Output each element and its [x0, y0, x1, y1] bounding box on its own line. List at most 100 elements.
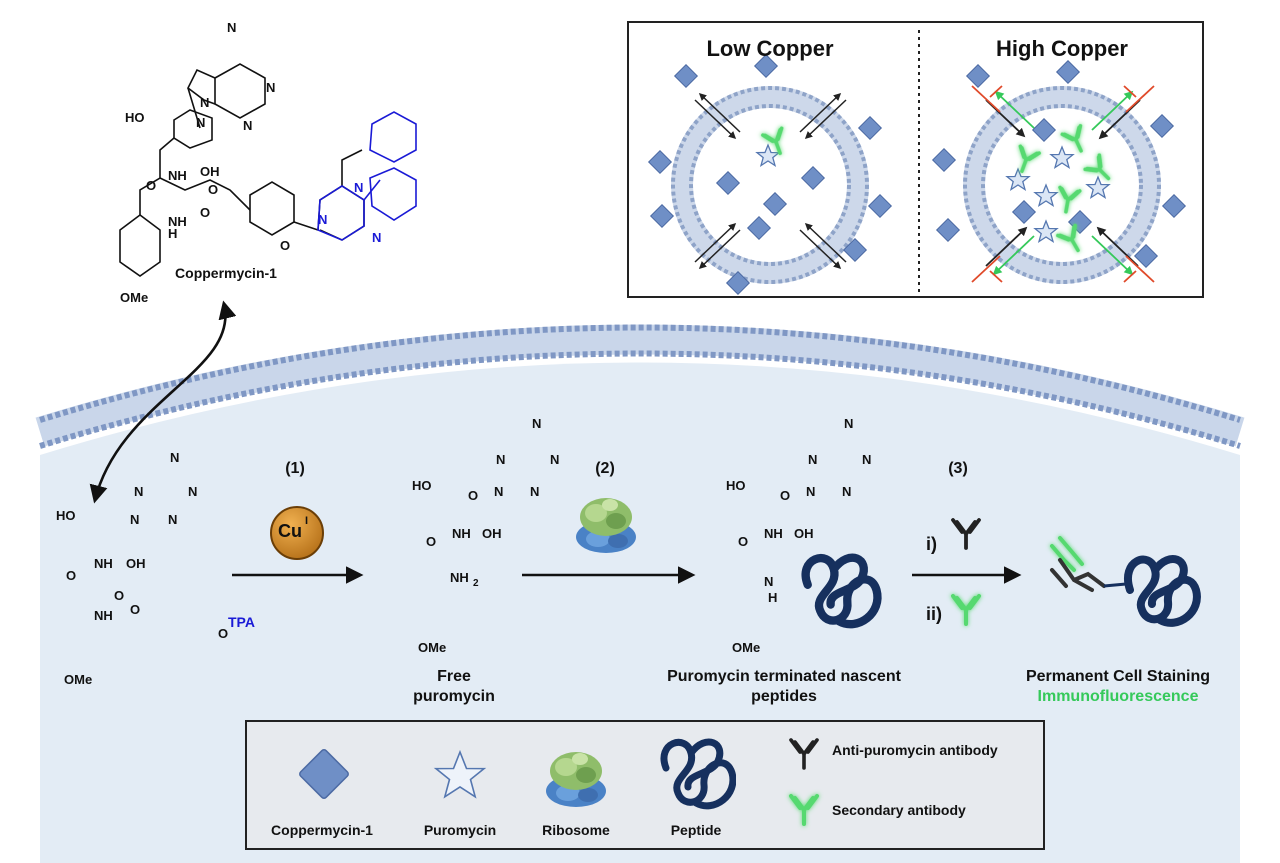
- struct-o4-label: O: [280, 238, 291, 253]
- link-arrow: [89, 300, 237, 504]
- start-n4-label: N: [168, 512, 178, 527]
- low-copper-vesicle: [671, 86, 869, 284]
- high-copper-title: High Copper: [996, 36, 1128, 61]
- term-n-label: N: [764, 574, 774, 589]
- free-ome-label: OMe: [418, 640, 447, 655]
- legend-peptide-label: Peptide: [670, 822, 722, 838]
- start-o-label: O: [66, 568, 77, 583]
- struct-ome-label: OMe: [120, 290, 149, 305]
- free-n1-label: N: [532, 416, 542, 431]
- term-ome-label: OMe: [732, 640, 761, 655]
- free-caption-line2: puromycin: [413, 688, 495, 705]
- legend-ribosome-label: Ribosome: [542, 822, 610, 838]
- free-n4-label: N: [530, 484, 540, 499]
- start-ho-label: HO: [56, 508, 76, 523]
- terminated-caption-line2: peptides: [751, 688, 817, 705]
- term-o2-label: O: [780, 488, 791, 503]
- term-n3-label: N: [862, 452, 872, 467]
- free-oh-label: OH: [482, 526, 502, 541]
- legend-secondary-antibody-icon: [789, 794, 819, 826]
- free-nh2-label: NH: [450, 570, 469, 585]
- start-ome-label: OMe: [64, 672, 93, 687]
- start-o2-label: O: [114, 588, 125, 603]
- struct-n1-label: N: [227, 20, 237, 35]
- copper-symbol: Cu: [278, 521, 302, 541]
- struct-oh-label: OH: [200, 164, 220, 179]
- start-n5-label: N: [130, 512, 140, 527]
- free-n5-label: N: [494, 484, 504, 499]
- start-oh-label: OH: [126, 556, 146, 571]
- struct-h-label: H: [168, 226, 178, 241]
- struct-tpa-n1-label: N: [318, 212, 328, 227]
- free-o-label: O: [426, 534, 437, 549]
- struct-nh2-label: NH: [168, 214, 187, 229]
- struct-o2-label: O: [200, 205, 211, 220]
- struct-n5-label: N: [196, 115, 206, 130]
- term-ho-label: HO: [726, 478, 746, 493]
- step-1-label: (1): [285, 460, 305, 477]
- high-copper-vesicle: [963, 86, 1161, 284]
- free-caption-line1: Free: [437, 668, 471, 685]
- term-o-label: O: [738, 534, 749, 549]
- step-3-ii-label: ii): [926, 604, 942, 624]
- start-nh-label: NH: [94, 556, 113, 571]
- free-n3-label: N: [550, 452, 560, 467]
- copper-oxidation-state: I: [305, 515, 309, 527]
- legend-box: [245, 720, 1045, 850]
- start-n2-label: N: [134, 484, 144, 499]
- term-n1-label: N: [844, 416, 854, 431]
- free-nh-label: NH: [452, 526, 471, 541]
- nascent-peptide-icon: [801, 553, 882, 629]
- legend-diamond-icon: [299, 749, 349, 799]
- struct-o3-label: O: [208, 182, 219, 197]
- term-n2-label: N: [808, 452, 818, 467]
- start-o3-label: O: [130, 602, 141, 617]
- staining-caption-line2: Immunofluorescence: [1037, 688, 1199, 705]
- start-o4-label: O: [218, 626, 229, 641]
- struct-ho-label: HO: [125, 110, 145, 125]
- terminated-caption-line1: Puromycin terminated nascent: [667, 668, 901, 685]
- term-oh-label: OH: [794, 526, 814, 541]
- coppermycin-structure-skeleton: [119, 63, 417, 277]
- stained-complex-icon: [1050, 536, 1201, 627]
- staining-caption-line1: Permanent Cell Staining: [1025, 668, 1211, 685]
- struct-o-label: O: [146, 178, 157, 193]
- legend-peptide-icon: [660, 738, 736, 810]
- term-n4-label: N: [842, 484, 852, 499]
- free-n2-label: N: [496, 452, 506, 467]
- low-copper-arrows: [694, 92, 847, 270]
- struct-tpa-n3-label: N: [372, 230, 382, 245]
- struct-n2-label: N: [200, 95, 210, 110]
- secondary-antibody-icon: [951, 594, 981, 626]
- legend-primary-antibody-label: Anti-puromycin antibody: [832, 742, 998, 758]
- legend-coppermycin-label: Coppermycin-1: [271, 822, 373, 838]
- start-n1-label: N: [170, 450, 180, 465]
- coppermycin-name: Coppermycin-1: [175, 265, 277, 281]
- legend-primary-antibody-icon: [789, 738, 819, 770]
- high-copper-arrows: [971, 85, 1155, 283]
- term-nh-label: NH: [764, 526, 783, 541]
- free-nh2-subscript: 2: [473, 578, 479, 589]
- struct-nh-label: NH: [168, 168, 187, 183]
- legend-puromycin-label: Puromycin: [423, 822, 497, 838]
- step-3-label: (3): [948, 460, 968, 477]
- term-h-label: H: [768, 590, 778, 605]
- ribosome-step-icon: [576, 498, 636, 553]
- struct-n4-label: N: [243, 118, 253, 133]
- free-ho-label: HO: [412, 478, 432, 493]
- term-n5-label: N: [806, 484, 816, 499]
- struct-n3-label: N: [266, 80, 276, 95]
- struct-tpa-n2-label: N: [354, 180, 364, 195]
- start-nh2-label: NH: [94, 608, 113, 623]
- step-2-label: (2): [595, 460, 615, 477]
- start-n3-label: N: [188, 484, 198, 499]
- legend-secondary-antibody-label: Secondary antibody: [832, 802, 966, 818]
- step-3-i-label: i): [926, 534, 937, 554]
- copper-ion: [270, 506, 324, 560]
- free-o2-label: O: [468, 488, 479, 503]
- low-copper-title: Low Copper: [706, 36, 834, 61]
- legend-ribosome-icon: [546, 752, 606, 807]
- legend-star-icon: [433, 749, 487, 799]
- tpa-tag: TPA: [228, 614, 255, 630]
